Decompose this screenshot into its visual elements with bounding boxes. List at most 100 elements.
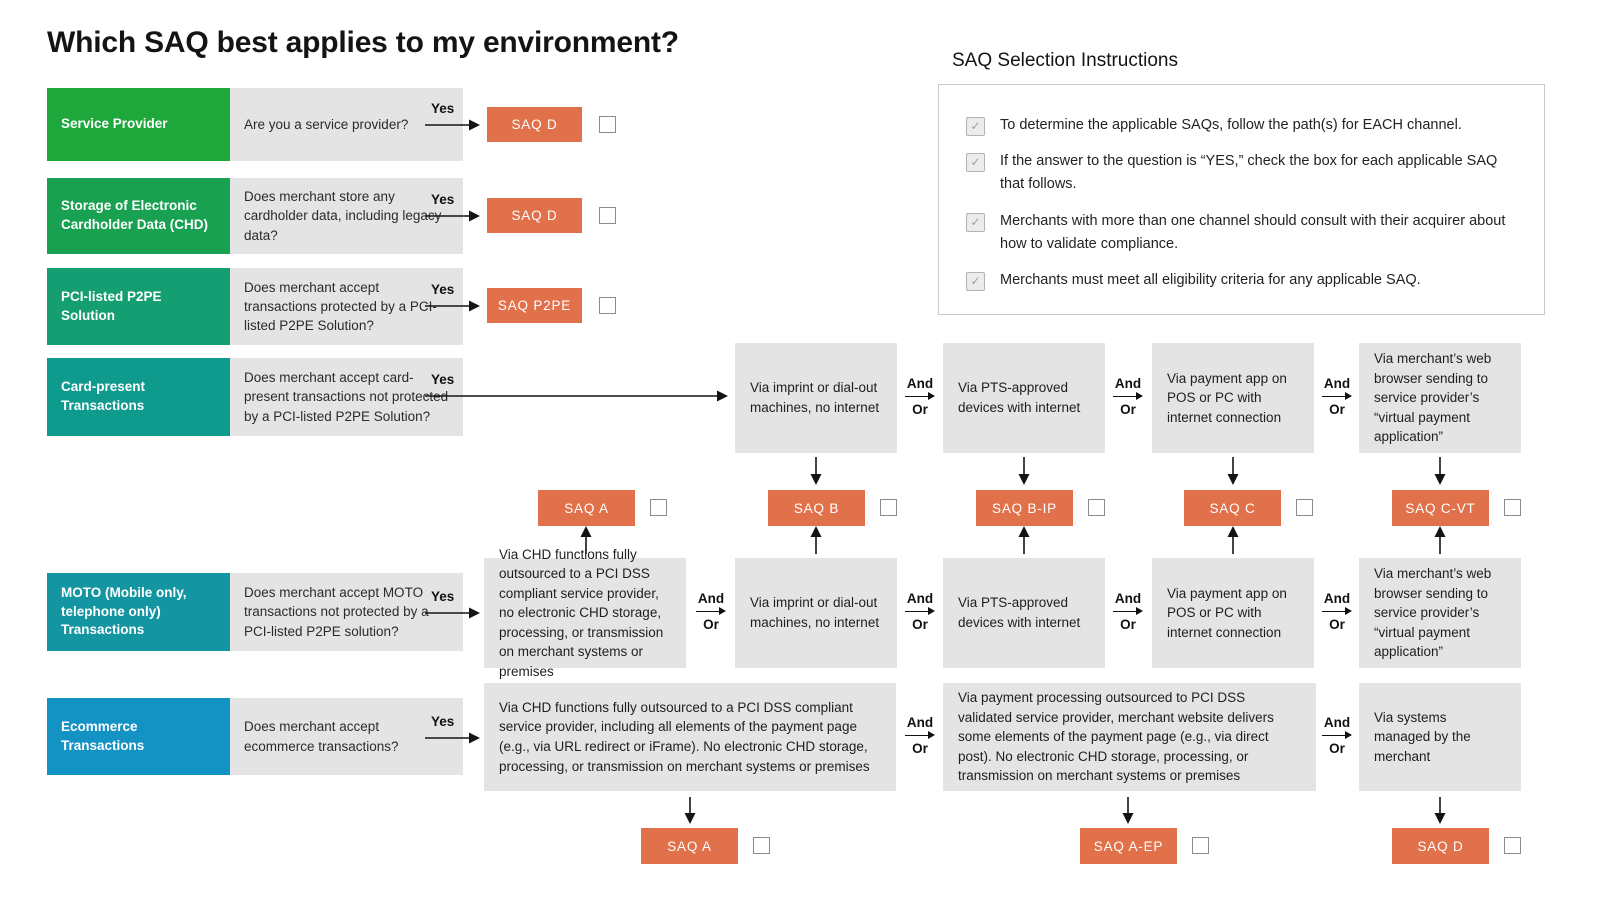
saq-box-b-ip: SAQ B-IP: [976, 490, 1073, 526]
instruction-item: ✓ To determine the applicable SAQs, foll…: [966, 114, 1516, 137]
channel-question: Does merchant accept ecommerce transacti…: [230, 698, 463, 775]
yes-label: Yes: [431, 372, 455, 387]
saq-d-ecommerce-checkbox[interactable]: [1504, 837, 1521, 854]
or-label: Or: [1329, 402, 1345, 417]
saq-d-storage-checkbox[interactable]: [599, 207, 616, 224]
instruction-item: ✓ If the answer to the question is “YES,…: [966, 150, 1516, 196]
channel-name: Service Provider: [61, 116, 168, 132]
and-label: And: [906, 591, 934, 606]
path-box-merchant-systems: Via systems managed by the merchant: [1359, 683, 1521, 791]
yes-label: Yes: [431, 589, 455, 604]
channel-row-ecommerce: Ecommerce Transactions Does merchant acc…: [47, 698, 463, 775]
channel-question: Does merchant accept card-present transa…: [230, 358, 463, 436]
and-label: And: [1114, 591, 1142, 606]
and-or-connector: And Or: [898, 715, 942, 756]
page-title: Which SAQ best applies to my environment…: [47, 26, 679, 59]
saq-box-d-service-provider: SAQ D: [487, 107, 582, 142]
or-label: Or: [1120, 402, 1136, 417]
and-label: And: [906, 715, 934, 730]
saq-a-ecommerce-checkbox[interactable]: [753, 837, 770, 854]
saq-a-ep-checkbox[interactable]: [1192, 837, 1209, 854]
channel-row-card-present: Card-present Transactions Does merchant …: [47, 358, 463, 436]
and-label: And: [906, 376, 934, 391]
and-label: And: [1323, 591, 1351, 606]
and-label: And: [1323, 715, 1351, 730]
and-or-connector: And Or: [1315, 715, 1359, 756]
path-box-direct-post-ecommerce: Via payment processing outsourced to PCI…: [943, 683, 1316, 791]
saq-box-a-ep: SAQ A-EP: [1080, 828, 1177, 864]
path-box-payment-app-moto: Via payment app on POS or PC with intern…: [1152, 558, 1314, 668]
right-arrow-icon: [905, 607, 935, 616]
question-text: Does merchant accept MOTO transactions n…: [244, 585, 429, 639]
saq-b-ip-checkbox[interactable]: [1088, 499, 1105, 516]
instructions-heading: SAQ Selection Instructions: [952, 50, 1178, 71]
channel-question: Does merchant store any cardholder data,…: [230, 178, 463, 254]
saq-d-service-provider-checkbox[interactable]: [599, 116, 616, 133]
channel-label: Card-present Transactions: [47, 358, 230, 436]
and-label: And: [1114, 376, 1142, 391]
path-box-virtual-payment: Via merchant’s web browser sending to se…: [1359, 343, 1521, 453]
and-or-connector: And Or: [1315, 591, 1359, 632]
saq-a-checkbox[interactable]: [650, 499, 667, 516]
checked-checkbox-icon: ✓: [966, 153, 985, 173]
saq-c-vt-checkbox[interactable]: [1504, 499, 1521, 516]
channel-name: PCI-listed P2PE Solution: [61, 288, 162, 323]
instructions-panel: ✓ To determine the applicable SAQs, foll…: [938, 84, 1545, 315]
yes-label: Yes: [431, 101, 455, 116]
path-box-chd-outsourced-moto: Via CHD functions fully outsourced to a …: [484, 547, 686, 679]
channel-name: Storage of Electronic Cardholder Data (C…: [61, 198, 209, 232]
right-arrow-icon: [905, 392, 935, 401]
path-box-virtual-payment-moto: Via merchant’s web browser sending to se…: [1359, 558, 1521, 668]
checked-checkbox-icon: ✓: [966, 117, 985, 136]
instruction-text: Merchants with more than one channel sho…: [1000, 212, 1506, 252]
channel-name: Card-present Transactions: [61, 379, 146, 413]
path-box-imprint-dialout-moto: Via imprint or dial-out machines, no int…: [735, 558, 897, 668]
yes-label: Yes: [431, 192, 455, 207]
yes-label: Yes: [431, 282, 455, 297]
saq-box-c-vt: SAQ C-VT: [1392, 490, 1489, 526]
channel-question: Are you a service provider?: [230, 88, 463, 161]
and-label: And: [697, 591, 725, 606]
saq-box-c: SAQ C: [1184, 490, 1281, 526]
path-box-imprint-dialout: Via imprint or dial-out machines, no int…: [735, 343, 897, 453]
saq-box-d-storage: SAQ D: [487, 198, 582, 233]
channel-label: Ecommerce Transactions: [47, 698, 230, 775]
right-arrow-icon: [905, 731, 935, 740]
channel-name: MOTO (Mobile only, telephone only) Trans…: [61, 584, 187, 638]
right-arrow-icon: [1113, 392, 1143, 401]
right-arrow-icon: [696, 607, 726, 616]
and-or-connector: And Or: [1106, 376, 1150, 417]
and-or-connector: And Or: [1106, 591, 1150, 632]
channel-row-moto: MOTO (Mobile only, telephone only) Trans…: [47, 573, 463, 651]
saq-box-a: SAQ A: [538, 490, 635, 526]
or-label: Or: [912, 741, 928, 756]
saq-p2pe-checkbox[interactable]: [599, 297, 616, 314]
channel-question: Does merchant accept MOTO transactions n…: [230, 573, 463, 651]
or-label: Or: [1329, 617, 1345, 632]
path-box-pts-devices: Via PTS-approved devices with internet: [943, 343, 1105, 453]
and-or-connector: And Or: [689, 591, 733, 632]
and-or-connector: And Or: [898, 376, 942, 417]
right-arrow-icon: [1113, 607, 1143, 616]
question-text: Does merchant store any cardholder data,…: [244, 189, 442, 243]
or-label: Or: [1120, 617, 1136, 632]
instruction-text: Merchants must meet all eligibility crit…: [1000, 271, 1421, 288]
saq-c-checkbox[interactable]: [1296, 499, 1313, 516]
channel-question: Does merchant accept transactions protec…: [230, 268, 463, 345]
channel-name: Ecommerce Transactions: [61, 718, 145, 753]
and-or-connector: And Or: [898, 591, 942, 632]
saq-box-a-ecommerce: SAQ A: [641, 828, 738, 864]
and-or-connector: And Or: [1315, 376, 1359, 417]
instruction-text: To determine the applicable SAQs, follow…: [1000, 117, 1462, 133]
instruction-item: ✓ Merchants with more than one channel s…: [966, 210, 1516, 256]
channel-label: Service Provider: [47, 88, 230, 161]
right-arrow-icon: [1322, 607, 1352, 616]
question-text: Does merchant accept transactions protec…: [244, 279, 437, 334]
right-arrow-icon: [1322, 731, 1352, 740]
or-label: Or: [912, 402, 928, 417]
channel-row-service-provider: Service Provider Are you a service provi…: [47, 88, 463, 161]
instruction-text: If the answer to the question is “YES,” …: [1000, 153, 1498, 193]
saq-box-p2pe: SAQ P2PE: [487, 288, 582, 323]
saq-b-checkbox[interactable]: [880, 499, 897, 516]
